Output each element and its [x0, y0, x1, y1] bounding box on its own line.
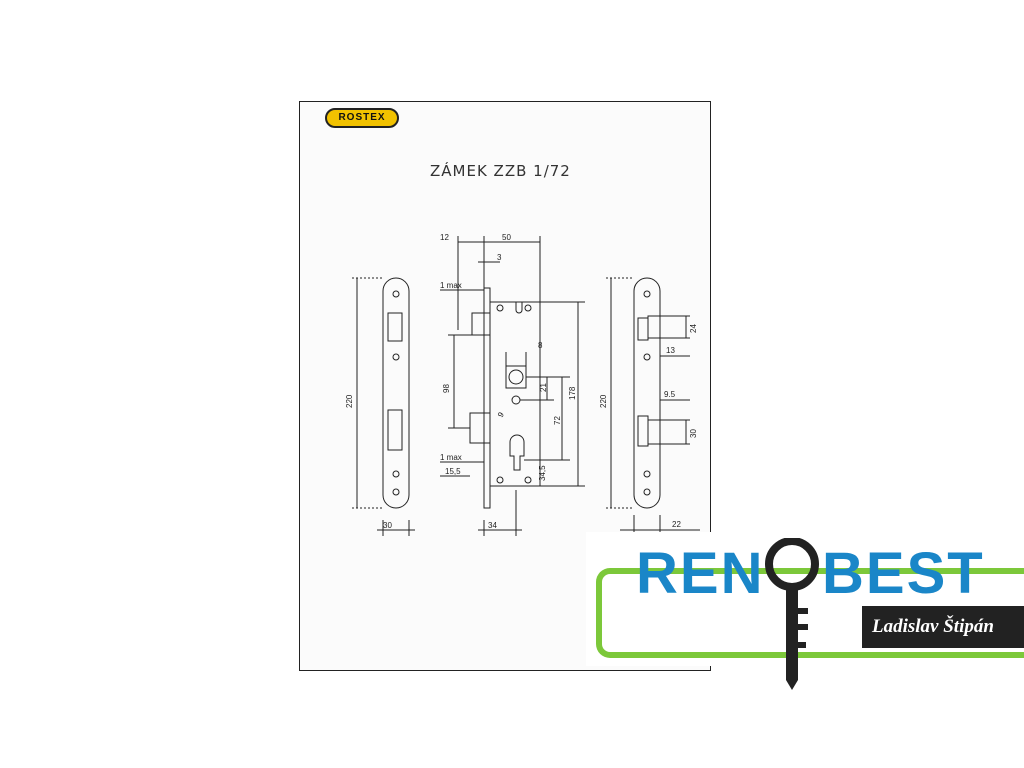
dim-50: 50: [502, 233, 511, 242]
right-faceplate: [633, 277, 661, 509]
middle-faceplate: [483, 287, 491, 509]
dim-12: 12: [440, 233, 449, 242]
left-bolt-opening: [387, 409, 403, 451]
dim-178: 178: [568, 386, 577, 400]
logo-subtitle: Ladislav Štipán: [862, 606, 1024, 648]
dim-24: 24: [689, 324, 698, 333]
brand-badge: ROSTEX: [325, 108, 399, 128]
dim-21: 21: [539, 383, 548, 392]
drawing-title: ZÁMEK ZZB 1/72: [430, 162, 571, 180]
dim-30: 30: [383, 521, 392, 530]
dim-8: 8: [538, 341, 543, 350]
left-faceplate: [382, 277, 410, 509]
dim-220-left: 220: [345, 394, 354, 408]
dim-98: 98: [442, 384, 451, 393]
key-icon: [765, 538, 819, 690]
dim-1max-top: 1 max: [440, 281, 462, 290]
dim-1max-bottom: 1 max: [440, 453, 462, 462]
dim-34: 34: [488, 521, 497, 530]
dim-9: 9: [496, 410, 506, 419]
dim-72: 72: [553, 416, 562, 425]
dim-3: 3: [497, 253, 502, 262]
dim-34-5: 34,5: [538, 465, 547, 481]
dim-13: 13: [666, 346, 675, 355]
dim-30-right: 30: [689, 429, 698, 438]
dim-22: 22: [672, 520, 681, 529]
left-latch-opening: [387, 312, 403, 342]
cylinder-hole: [509, 434, 525, 471]
logo-name-right: BEST: [822, 541, 985, 606]
dim-15-5: 15,5: [445, 467, 461, 476]
lock-body: [489, 301, 541, 487]
logo-name-left: REN: [636, 541, 765, 606]
dim-9-5: 9.5: [664, 390, 676, 399]
dim-220-right: 220: [599, 394, 608, 408]
